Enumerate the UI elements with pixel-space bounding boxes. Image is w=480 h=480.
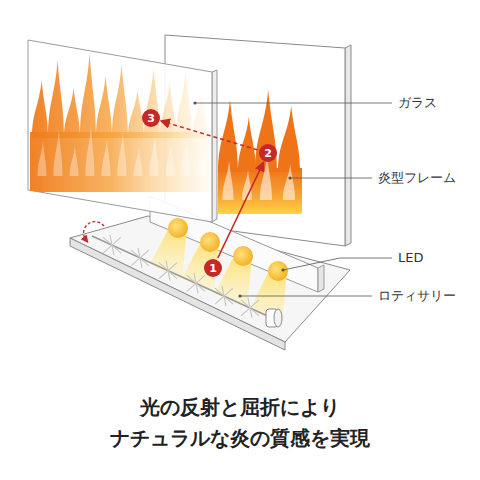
glass-flame xyxy=(166,143,175,176)
part-label: ガラス xyxy=(398,95,437,111)
reflection-arrow xyxy=(162,121,258,150)
glass-flame xyxy=(198,149,207,176)
glass-flame xyxy=(48,60,64,138)
glass-flame xyxy=(144,68,160,138)
leader-lines xyxy=(195,103,392,296)
glass-flame xyxy=(54,129,63,176)
rotisserie-blade xyxy=(248,298,252,318)
glass-flame xyxy=(112,64,128,138)
callout-number: 3 xyxy=(142,109,160,127)
part-label: ロティサリー xyxy=(378,288,456,304)
led-light xyxy=(168,218,188,238)
glass-flame xyxy=(64,88,80,138)
glass-flame xyxy=(118,132,127,176)
glass-flame xyxy=(38,141,47,176)
led-light xyxy=(233,246,253,266)
glass-flame xyxy=(32,80,48,138)
glass-flame xyxy=(182,136,191,176)
glass-flame xyxy=(80,53,96,138)
leader-line xyxy=(195,103,392,104)
rotisserie-blade xyxy=(194,273,198,293)
rotisserie-motor xyxy=(274,309,282,327)
glass-flame xyxy=(102,139,111,176)
rotation-arrow xyxy=(84,222,104,240)
part-label: 炎型フレーム xyxy=(378,170,456,186)
glass-panel xyxy=(28,40,217,222)
callout-label: 3 xyxy=(147,113,155,124)
rotisserie-rod xyxy=(92,236,272,318)
glass-flame xyxy=(70,146,79,176)
flame-cutout xyxy=(255,90,277,172)
leader-dots xyxy=(193,101,291,297)
callout-number: 2 xyxy=(259,144,277,162)
flame-cutout xyxy=(283,164,295,200)
rotisserie-blade xyxy=(222,286,226,306)
led-light xyxy=(200,232,220,252)
led-light xyxy=(268,261,288,281)
flame-cutout xyxy=(218,100,238,172)
rotisserie-blade xyxy=(166,261,170,281)
callout-number: 1 xyxy=(204,259,222,277)
glass-flame xyxy=(96,76,112,138)
rotisserie-blade xyxy=(138,248,142,268)
callout-label: 1 xyxy=(209,263,217,274)
glass-flame xyxy=(176,72,192,138)
caption: 光の反射と屈折により ナチュラルな炎の質感を実現 xyxy=(105,392,375,454)
leader-line xyxy=(290,178,372,179)
glass-flame xyxy=(160,83,176,138)
callout-label: 2 xyxy=(264,148,272,159)
rotisserie-blade xyxy=(110,235,114,255)
glass-flame xyxy=(150,134,159,176)
flame-cutout xyxy=(278,106,300,172)
caption-block: 光の反射と屈折により ナチュラルな炎の質感を実現 xyxy=(0,392,480,454)
flame-cutout xyxy=(223,160,234,200)
leader-line xyxy=(240,296,372,297)
glass-flame xyxy=(134,147,143,176)
light-path-arrow xyxy=(218,163,264,258)
glass-flame xyxy=(86,125,95,176)
leader-line xyxy=(283,258,392,270)
part-label: LED xyxy=(398,250,423,266)
